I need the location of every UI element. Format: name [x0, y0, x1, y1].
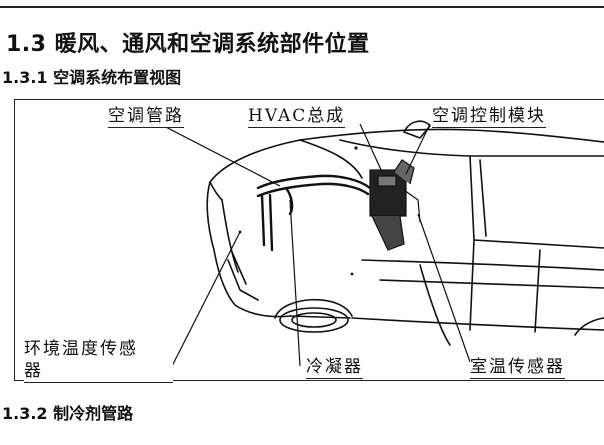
label-hvac-assembly: HVAC总成 [248, 101, 346, 128]
figure-frame [14, 99, 604, 381]
label-cabin-temp-sensor: 室温传感器 [470, 352, 565, 379]
label-condenser: 冷凝器 [306, 352, 363, 379]
page-bottom [0, 437, 604, 445]
section-title: 1.3 暖风、通风和空调系统部件位置 [6, 32, 370, 57]
label-ac-pipe: 空调管路 [108, 101, 184, 128]
subsection-title-piping: 1.3.2 制冷剂管路 [2, 404, 134, 423]
subsection-title-layout: 1.3.1 空调系统布置视图 [2, 68, 182, 87]
top-rule [0, 6, 604, 8]
label-ambient-sensor-line1: 环境温度传感 [24, 334, 138, 359]
label-ambient-sensor-line2: 器 [24, 356, 173, 383]
label-ac-control-module: 空调控制模块 [432, 101, 546, 128]
